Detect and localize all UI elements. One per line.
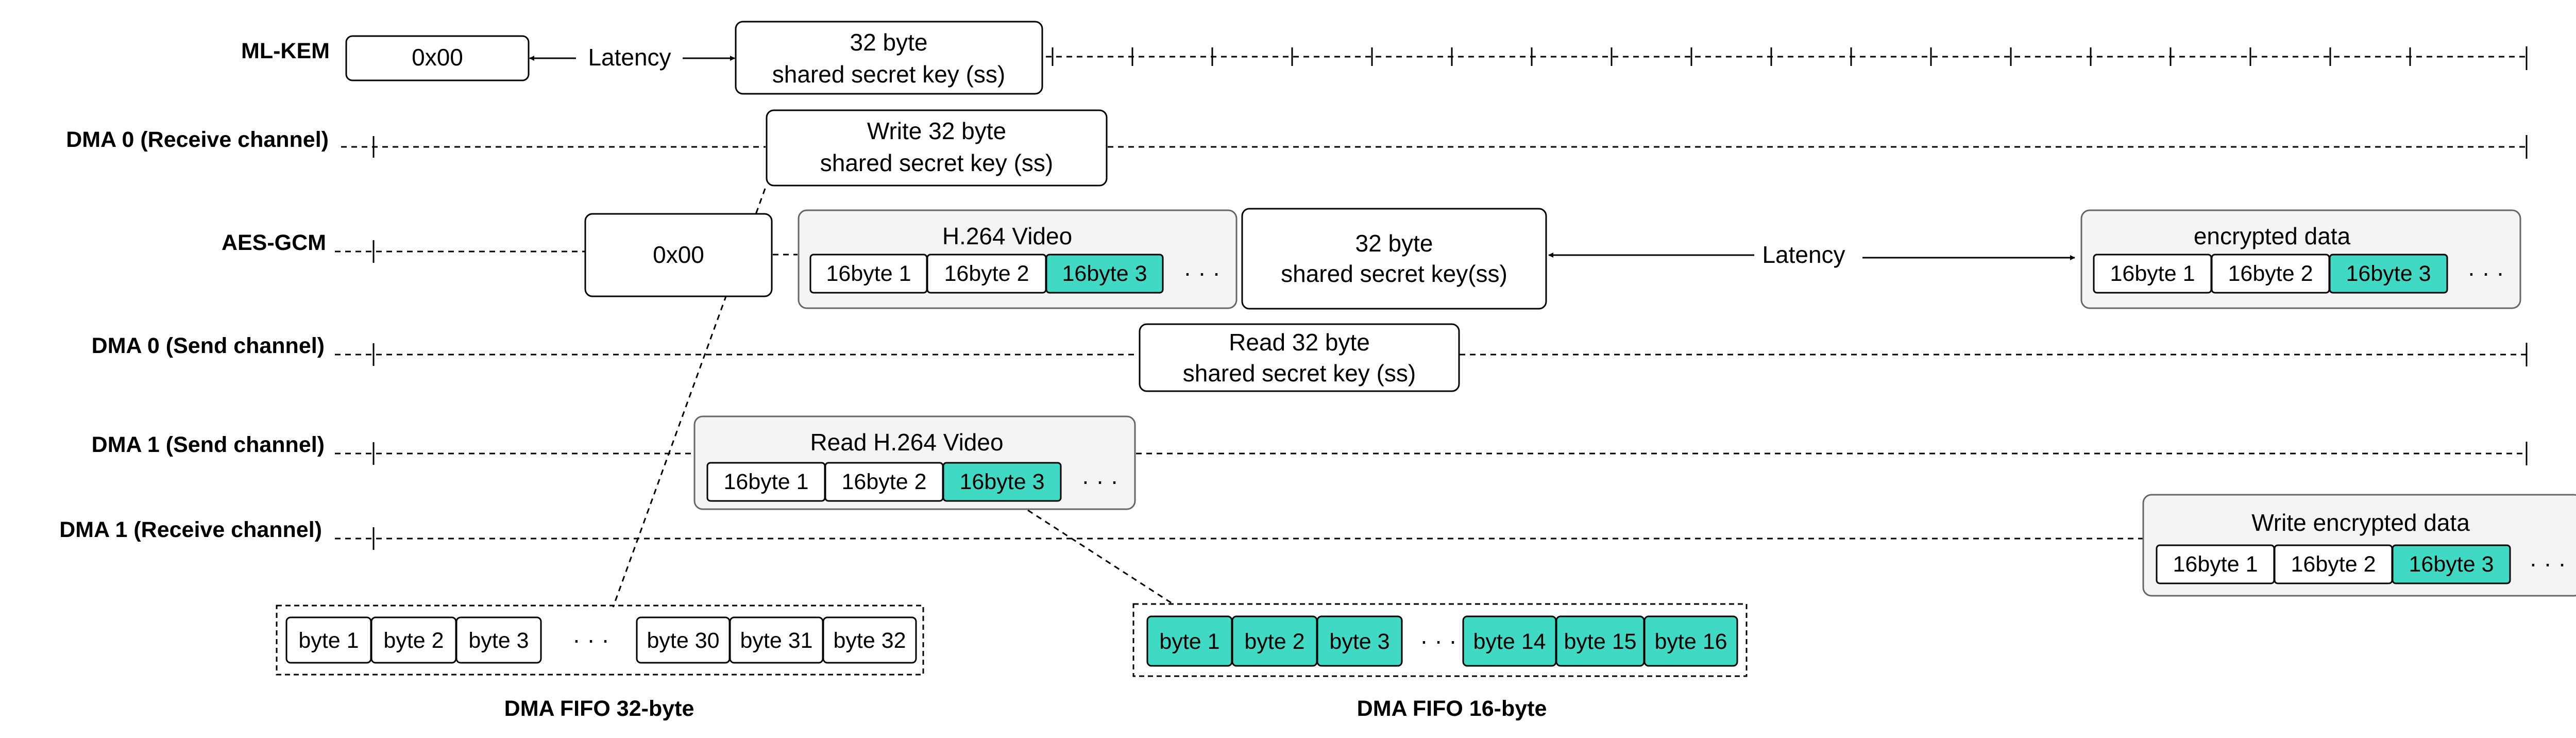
aes-enc-more: · · · (2467, 259, 2504, 286)
fifo16-cell-16-text: byte 16 (1654, 629, 1727, 654)
dma0-tx-line2: shared secret key (ss) (1183, 360, 1416, 387)
aes-enc-title: encrypted data (2194, 223, 2351, 249)
fifo32-more: · · · (572, 626, 609, 653)
dma1-rx-block-3 (2392, 544, 2511, 584)
fifo32-cell-3-text: byte 3 (468, 628, 529, 653)
fifo32-cell-32 (822, 616, 917, 664)
dma1-tx-more: · · · (1081, 467, 1118, 494)
lane-label-dma1-receive: DMA 1 (Receive channel) (59, 517, 322, 542)
fifo32-cell-1-text: byte 1 (298, 628, 359, 653)
fifo16-cell-1-text: byte 1 (1159, 629, 1219, 654)
aes-key-line1: 32 byte (1355, 230, 1433, 257)
connector-dma1-to-fifo16 (1027, 509, 1175, 606)
dma1-rx-title: Write encrypted data (2251, 509, 2470, 536)
fifo16-cell-15-text: byte 15 (1564, 629, 1636, 654)
mlkem-latency-label: Latency (588, 44, 671, 71)
dma1-rx-block-1-text: 16byte 1 (2173, 552, 2258, 577)
tick-group-ml-kem (1052, 46, 2528, 70)
dma1-rx-block-2-text: 16byte 2 (2291, 552, 2376, 577)
aes-enc-block-2-text: 16byte 2 (2228, 261, 2313, 286)
fifo32-cell-32-text: byte 32 (833, 628, 906, 653)
lane-label-aes-gcm: AES-GCM (222, 230, 326, 255)
mlkem-key-box (735, 21, 1043, 95)
fifo16-cell-3 (1316, 615, 1403, 667)
dma0-tx-line1: Read 32 byte (1229, 329, 1370, 356)
lane-label-ml-kem: ML-KEM (241, 39, 330, 63)
fifo32-cell-3 (455, 616, 542, 664)
mlkem-init-text: 0x00 (412, 44, 463, 71)
lane-label-dma1-send: DMA 1 (Send channel) (92, 432, 325, 457)
dma1-tx-title: Read H.264 Video (810, 429, 1003, 456)
dma1-rx-block-3-text: 16byte 3 (2409, 552, 2494, 577)
aes-video-block-2-text: 16byte 2 (944, 261, 1029, 286)
aes-init-text: 0x00 (653, 241, 704, 268)
aes-enc-block-3-text: 16byte 3 (2346, 261, 2431, 286)
dma0-rx-line2: shared secret key (ss) (820, 149, 1053, 176)
dma1-tx-block-2-text: 16byte 2 (842, 469, 927, 494)
fifo16-cell-14-text: byte 14 (1473, 629, 1546, 654)
lane-label-dma0-send: DMA 0 (Send channel) (92, 333, 325, 358)
aes-video-block-3 (1045, 254, 1164, 294)
aes-video-block-1-text: 16byte 1 (826, 261, 911, 286)
fifo32-cell-2-text: byte 2 (383, 628, 444, 653)
mlkem-key-line2: shared secret key (ss) (772, 61, 1005, 88)
aes-video-title: H.264 Video (942, 223, 1072, 249)
lane-label-dma0-receive: DMA 0 (Receive channel) (66, 127, 329, 152)
aes-video-more: · · · (1183, 259, 1221, 286)
mlkem-key-line1: 32 byte (850, 29, 928, 56)
fifo16-container (1132, 603, 1748, 677)
fifo32-cell-30-text: byte 30 (647, 628, 719, 653)
aes-enc-block-1-text: 16byte 1 (2110, 261, 2195, 286)
dma1-tx-block-3-text: 16byte 3 (960, 469, 1045, 494)
aes-enc-block-3 (2329, 254, 2448, 294)
dma0-tx-read-box (1139, 323, 1460, 392)
aes-latency-label: Latency (1762, 241, 1845, 268)
aes-key-line2: shared secret key(ss) (1281, 260, 1507, 287)
fifo16-more: · · · (1420, 627, 1457, 654)
dma0-rx-line1: Write 32 byte (867, 118, 1006, 144)
fifo16-cell-2-text: byte 2 (1244, 629, 1304, 654)
fifo16-cell-16 (1643, 615, 1738, 667)
fifo16-cell-3-text: byte 3 (1329, 629, 1389, 654)
aes-video-block-3-text: 16byte 3 (1062, 261, 1147, 286)
dma1-rx-more: · · · (2529, 550, 2566, 577)
aes-init-box (584, 213, 773, 297)
dma1-tx-block-1-text: 16byte 1 (724, 469, 809, 494)
fifo32-cell-31-text: byte 31 (740, 628, 812, 653)
aes-key-box (1241, 208, 1547, 310)
fifo32-label: DMA FIFO 32-byte (504, 696, 694, 721)
fifo16-label: DMA FIFO 16-byte (1357, 696, 1547, 721)
mlkem-init-box (345, 35, 530, 81)
dma1-tx-block-3 (942, 462, 1062, 502)
fifo32-container (276, 605, 924, 676)
dma0-rx-write-box (766, 109, 1108, 187)
